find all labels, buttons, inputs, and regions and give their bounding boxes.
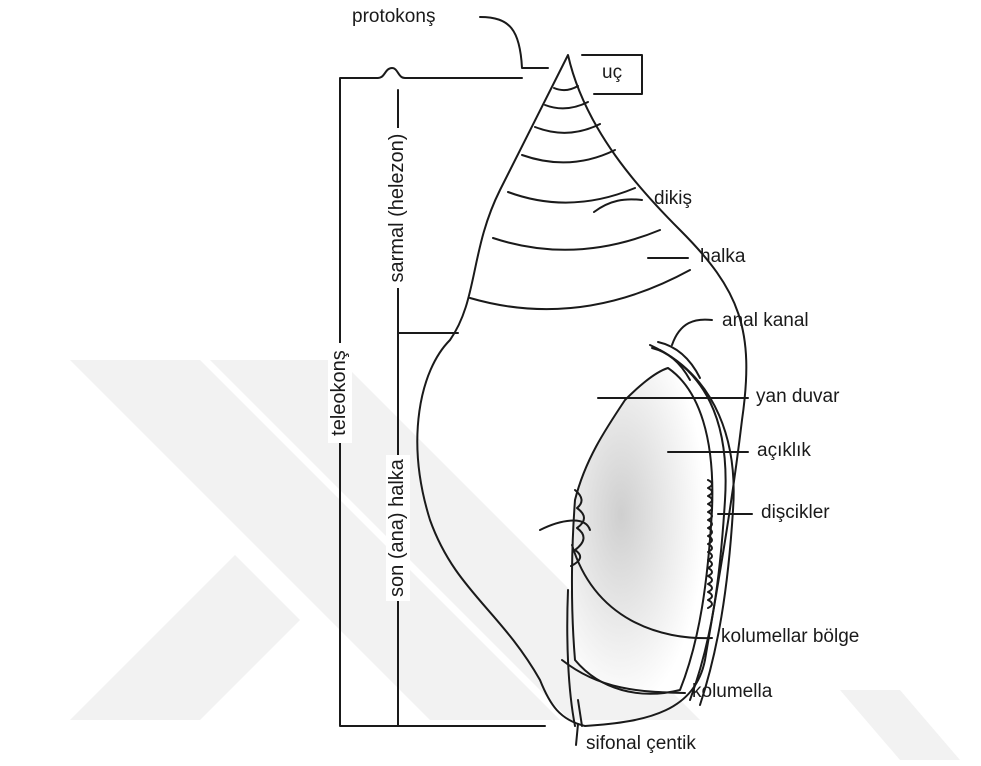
label-parietal-wall: yan duvar bbox=[756, 386, 839, 408]
suture-6 bbox=[493, 230, 660, 250]
label-anal-canal: anal kanal bbox=[722, 310, 809, 332]
label-teleoconch: teleokonş bbox=[328, 343, 352, 443]
aperture-outline bbox=[572, 368, 712, 694]
watermark-chevrons bbox=[70, 360, 960, 760]
leader-anal-canal bbox=[672, 320, 712, 345]
label-apex: uç bbox=[602, 62, 622, 84]
label-siphonal-notch: sifonal çentik bbox=[586, 733, 696, 755]
label-whorl: halka bbox=[700, 246, 745, 268]
suture-7 bbox=[470, 270, 690, 309]
label-denticles: dişcikler bbox=[761, 502, 830, 524]
label-spire: sarmal (helezon) bbox=[386, 128, 410, 288]
label-aperture: açıklık bbox=[757, 440, 811, 462]
label-columellar-region: kolumellar bölge bbox=[721, 626, 859, 648]
label-columella: kolumella bbox=[692, 681, 772, 703]
leader-protoconch bbox=[480, 17, 548, 68]
leader-suture bbox=[594, 199, 642, 212]
leader-siphonal bbox=[576, 724, 578, 745]
suture-1 bbox=[554, 86, 578, 90]
suture-4 bbox=[522, 150, 615, 162]
suture-3 bbox=[535, 124, 600, 133]
label-protoconch: protokonş bbox=[352, 6, 435, 28]
suture-2 bbox=[545, 102, 588, 108]
label-suture: dikiş bbox=[654, 188, 692, 210]
label-body-whorl: son (ana) halka bbox=[386, 455, 410, 601]
